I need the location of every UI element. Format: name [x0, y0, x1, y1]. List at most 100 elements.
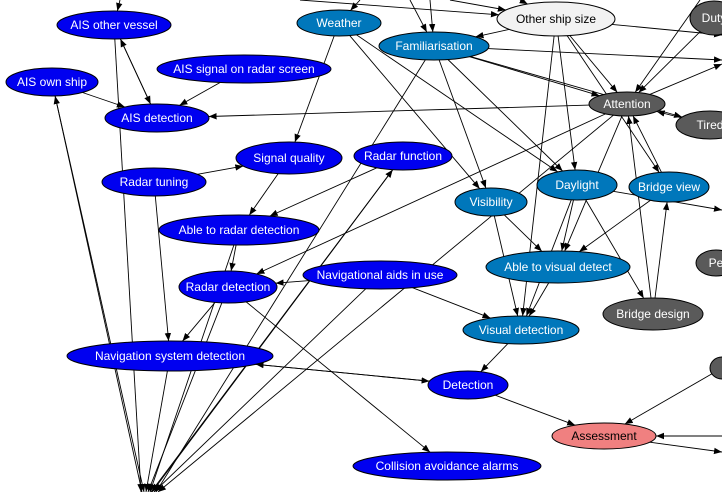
edge-nav-aids-in-use-to-visual-detection [412, 287, 491, 319]
edge-assessment-to-offscreen [649, 441, 722, 455]
edge-radar-detection-to-collision-alarms [245, 301, 431, 453]
node-ellipse [302, 260, 458, 290]
edge-signal-quality-to-able-radar-detection [248, 173, 279, 216]
edge-attention-to-offscreen [649, 63, 722, 95]
node-ellipse [709, 356, 722, 380]
node-ais-other-vessel[interactable]: AIS other vessel [56, 10, 172, 40]
node-signal-quality[interactable]: Signal quality [235, 141, 343, 175]
node-ellipse [104, 103, 210, 133]
node-ellipse [353, 141, 453, 171]
edge-nav-aids-in-use-to-offscreen [153, 288, 367, 492]
edge-other-ship-size-to-attention [569, 35, 618, 93]
node-ellipse [602, 297, 704, 331]
edge-familiarisation-to-offscreen [487, 48, 722, 63]
edge-familiarisation-to-daylight [447, 59, 563, 172]
node-ellipse [56, 10, 172, 40]
edge-offscreen-to-radar-function [150, 169, 394, 492]
node-label: Signal quality [253, 151, 324, 165]
edge-able-radar-detection-to-radar-detection [229, 244, 237, 272]
node-radar-tuning[interactable]: Radar tuning [101, 167, 207, 197]
edge-radar-detection-to-offscreen [147, 302, 223, 492]
edge-offscreen-to-familiarisation [409, 0, 428, 33]
node-label: Attention [603, 97, 650, 111]
edge-detection-to-nav-system-detection [255, 361, 430, 382]
node-tired[interactable]: Tired [675, 110, 722, 140]
edge-offscreen-to-ais-own-ship [53, 95, 143, 492]
node-ellipse [5, 67, 99, 97]
node-label: Radar detection [186, 280, 271, 294]
edge-radar-tuning-to-signal-quality [197, 164, 244, 175]
node-assessment[interactable]: Assessment [551, 422, 657, 450]
node-label: Able to radar detection [179, 223, 300, 237]
edge-weather-to-visibility [349, 35, 481, 189]
node-label: Navigational aids in use [317, 268, 444, 282]
node-ellipse [675, 110, 722, 140]
node-ellipse [178, 270, 278, 304]
node-ellipse [485, 250, 631, 284]
edge-bridge-view-to-attention [632, 115, 662, 173]
edge-ais-own-ship-to-ais-detection [82, 92, 126, 108]
node-label: Weather [316, 16, 361, 30]
edge-offscreen-to-other-ship-size [519, 0, 528, 5]
node-ellipse [462, 315, 580, 345]
edge-other-ship-size-to-familiarisation [475, 28, 510, 39]
node-label: AIS other vessel [70, 18, 157, 32]
node-pe[interactable]: Pe [695, 249, 722, 277]
edge-bridge-design-to-bridge-view [654, 201, 670, 299]
node-ellipse [427, 370, 509, 400]
node-gray-edge[interactable] [709, 356, 722, 380]
node-ellipse [454, 187, 528, 217]
node-ellipse [695, 249, 722, 277]
node-ais-signal-radar[interactable]: AIS signal on radar screen [156, 54, 332, 84]
edge-weather-to-signal-quality [294, 35, 335, 143]
edge-bridge-view-to-able-visual-detect [578, 199, 651, 253]
node-label: Bridge view [638, 180, 700, 194]
graph-edges [53, 0, 722, 492]
node-radar-detection[interactable]: Radar detection [178, 270, 278, 304]
node-radar-function[interactable]: Radar function [353, 141, 453, 171]
node-label: Visibility [469, 195, 512, 209]
edge-radar-function-to-able-radar-detection [269, 167, 377, 217]
node-other-ship-size[interactable]: Other ship size [496, 1, 616, 37]
node-ellipse [352, 451, 542, 481]
node-bridge-view[interactable]: Bridge view [628, 171, 710, 203]
node-label: Navigation system detection [95, 349, 245, 363]
node-label: Visual detection [479, 323, 564, 337]
node-nav-system-detection[interactable]: Navigation system detection [66, 340, 274, 372]
node-ellipse [66, 340, 274, 372]
node-label: Radar function [364, 149, 442, 163]
edge-offscreen-to-attention [634, 0, 701, 93]
node-able-visual-detect[interactable]: Able to visual detect [485, 250, 631, 284]
node-weather[interactable]: Weather [296, 9, 382, 37]
node-able-radar-detection[interactable]: Able to radar detection [158, 214, 320, 246]
node-ais-detection[interactable]: AIS detection [104, 103, 210, 133]
node-visual-detection[interactable]: Visual detection [462, 315, 580, 345]
node-visibility[interactable]: Visibility [454, 187, 528, 217]
node-label: Assessment [571, 429, 637, 443]
node-label: Tired [697, 118, 722, 132]
node-ellipse [378, 31, 490, 61]
node-attention[interactable]: Attention [588, 91, 666, 117]
edge-radar-detection-to-nav-system-detection [182, 302, 216, 342]
edge-other-ship-size-to-daylight [557, 35, 578, 171]
node-label: Able to visual detect [504, 260, 612, 274]
node-duty[interactable]: Duty [689, 0, 722, 36]
node-collision-alarms[interactable]: Collision avoidance alarms [352, 451, 542, 481]
node-label: Duty [702, 11, 722, 25]
edge-nav-aids-in-use-to-radar-detection [275, 279, 310, 286]
node-ais-own-ship[interactable]: AIS own ship [5, 67, 99, 97]
node-familiarisation[interactable]: Familiarisation [378, 31, 490, 61]
edge-weather-to-daylight [356, 34, 558, 173]
node-nav-aids-in-use[interactable]: Navigational aids in use [302, 260, 458, 290]
edge-nav-system-detection-to-offscreen [144, 370, 168, 492]
node-label: AIS own ship [17, 75, 87, 89]
edge-visual-detection-to-detection [480, 343, 509, 373]
node-ellipse [496, 1, 616, 37]
node-bridge-design[interactable]: Bridge design [602, 297, 704, 331]
node-label: Daylight [555, 178, 599, 192]
edge-attention-to-ais-detection [208, 104, 590, 120]
node-daylight[interactable]: Daylight [536, 169, 618, 201]
node-detection[interactable]: Detection [427, 370, 509, 400]
node-ellipse [551, 422, 657, 450]
